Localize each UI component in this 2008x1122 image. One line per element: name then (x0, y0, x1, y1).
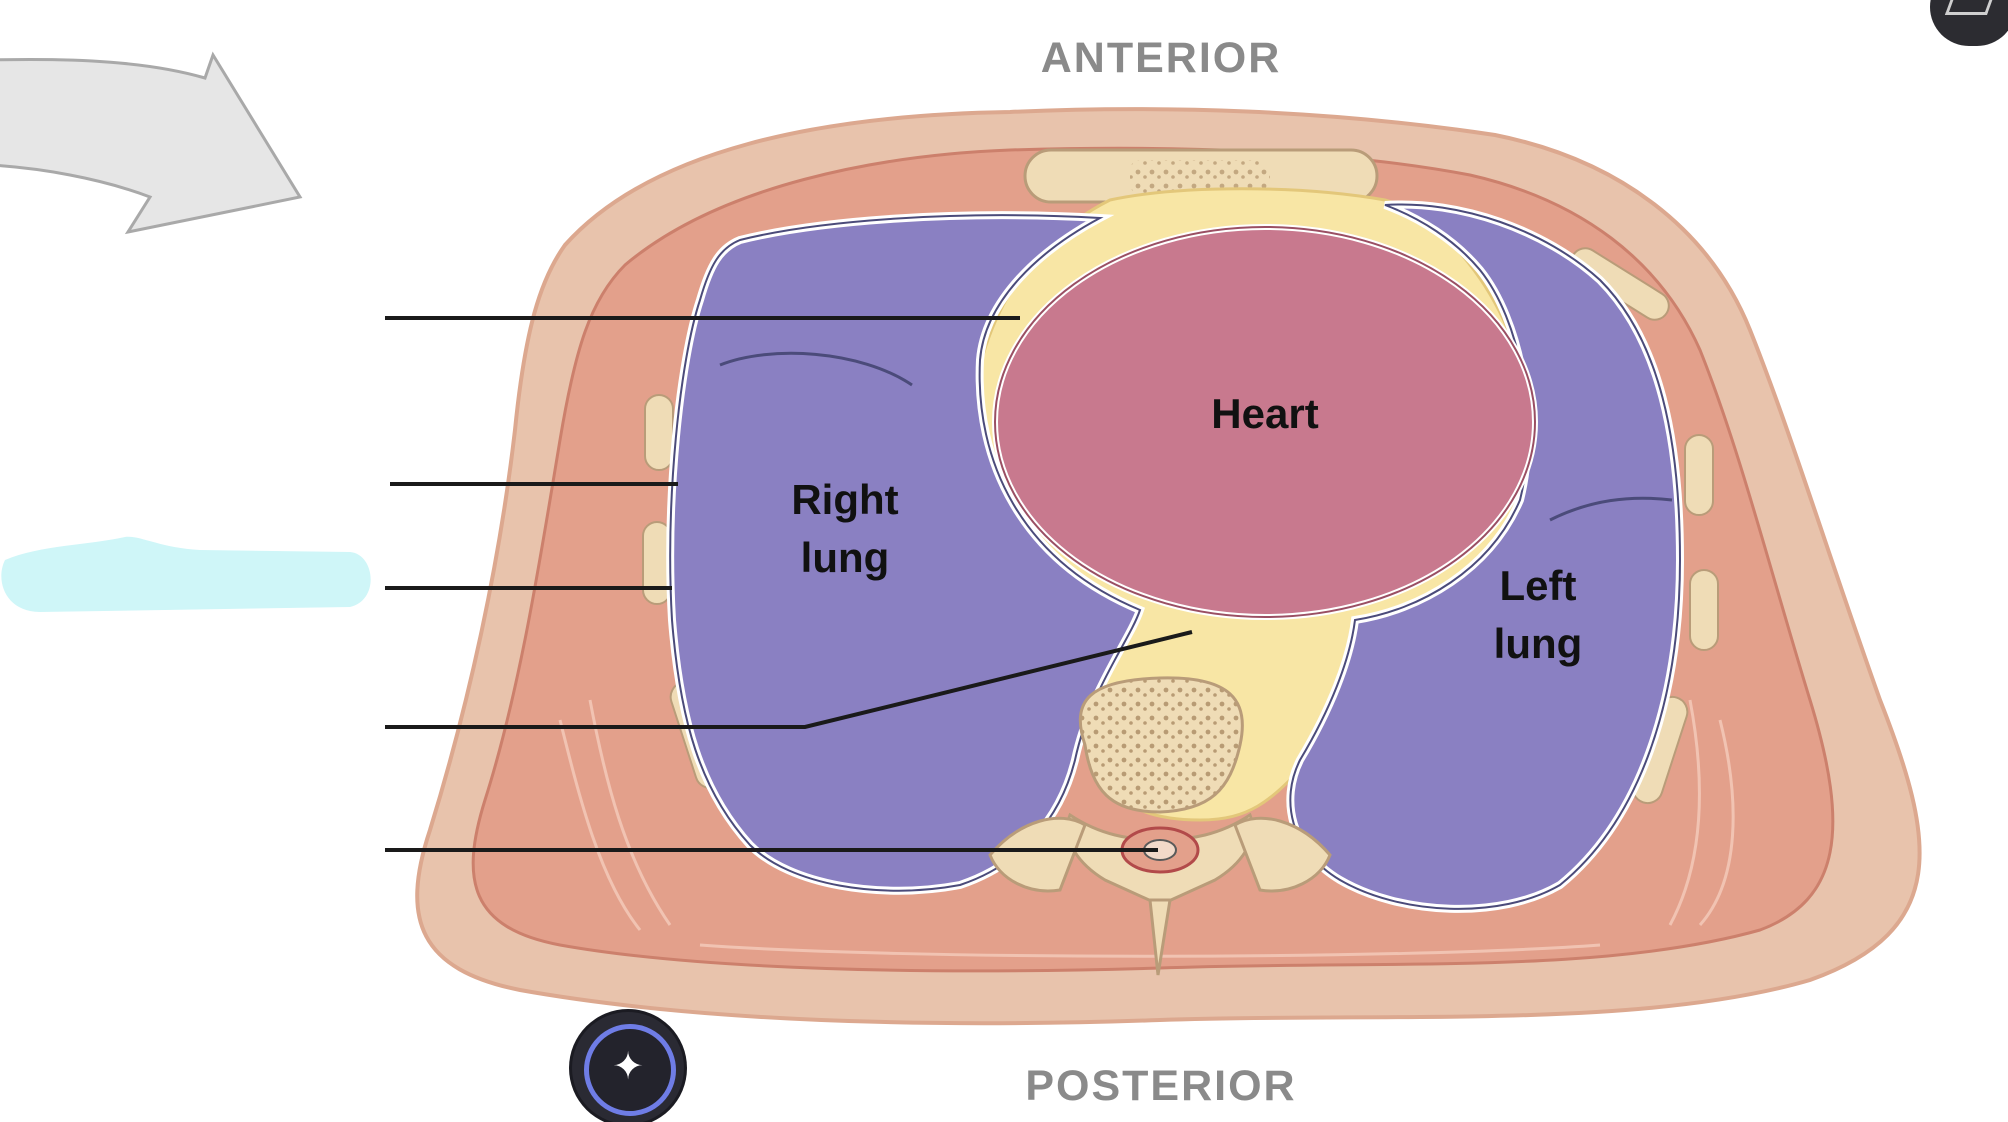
muscle-striations (558, 699, 1735, 958)
left-lung-label-line1: Left (1500, 562, 1577, 609)
right-lung-label-line2: lung (801, 534, 890, 581)
layers-icon (1944, 0, 1994, 15)
leader-line-4 (385, 630, 1193, 729)
ribs-left (1570, 247, 1719, 805)
heart-label: Heart (1211, 390, 1318, 437)
left-lung-fissure (1549, 496, 1673, 522)
arrow-right-icon (0, 51, 303, 235)
highlight-mark (1, 536, 371, 612)
vertebra (988, 676, 1332, 976)
right-lung-label-line1: Right (791, 476, 898, 523)
leader-lines (385, 316, 1193, 852)
ai-assist-button[interactable]: ✦ (572, 1012, 684, 1122)
left-lung-label-line2: lung (1494, 620, 1583, 667)
anterior-label: ANTERIOR (1041, 34, 1282, 82)
sparkle-icon: ✦ (612, 1044, 644, 1088)
ai-button-ring (584, 1024, 676, 1116)
right-lung-fissure (719, 351, 913, 387)
posterior-label: POSTERIOR (1025, 1062, 1296, 1110)
